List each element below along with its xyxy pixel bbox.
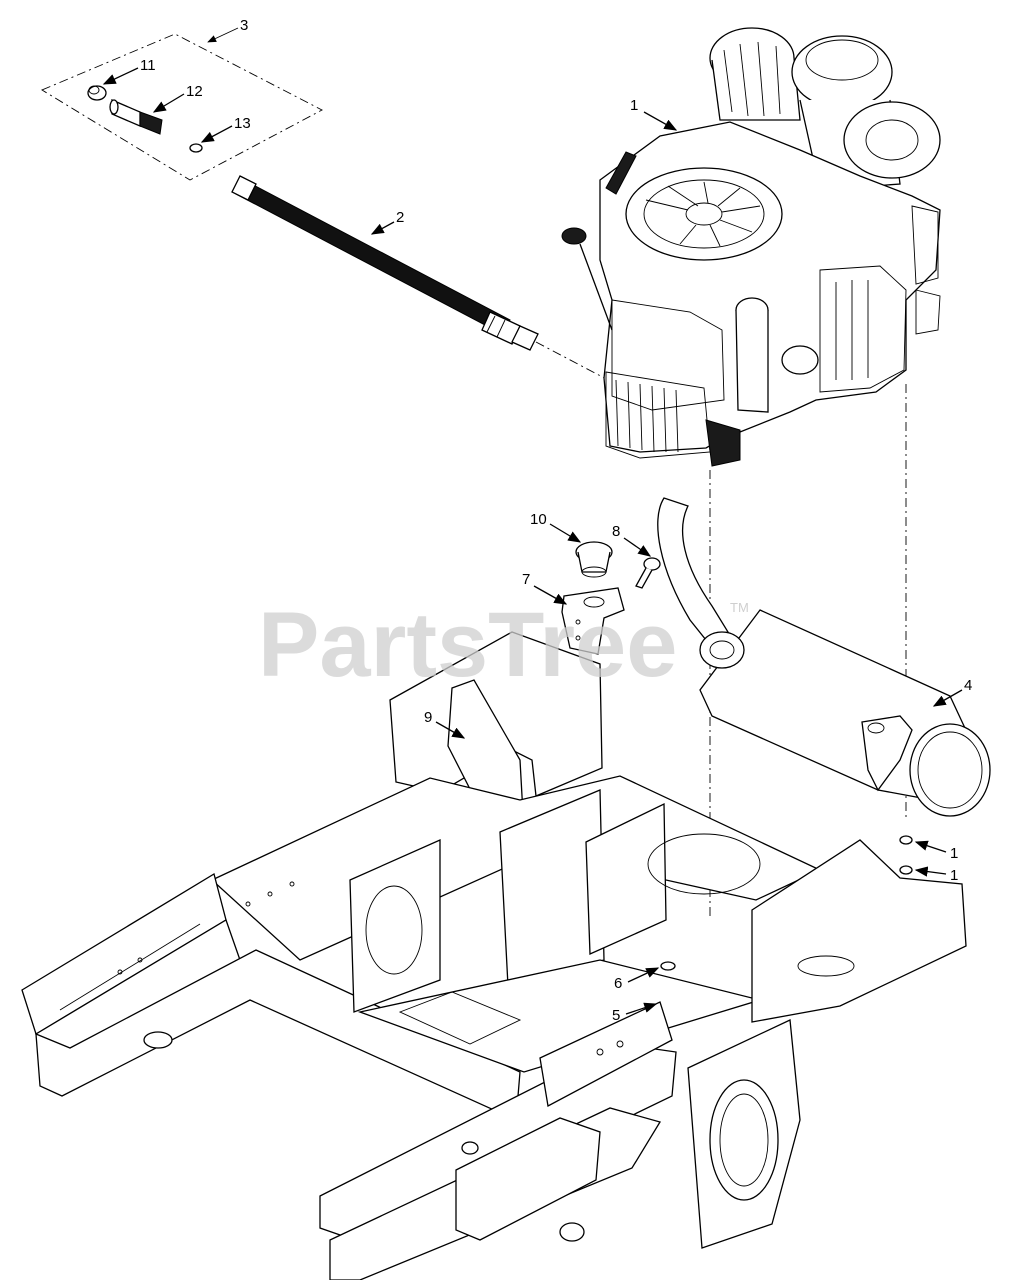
mower-frame — [21, 631, 967, 1280]
watermark-brand: PartsTree — [258, 594, 677, 696]
callout-2: 2 — [370, 209, 404, 235]
bolt-part-8 — [635, 557, 661, 589]
callout-12: 12 — [152, 83, 203, 113]
callout-1-bolt-upper: 1 — [914, 840, 958, 862]
callout-10: 10 — [530, 511, 582, 543]
svg-text:13: 13 — [234, 115, 251, 132]
svg-text:1: 1 — [950, 867, 958, 884]
adapter-fitting-part-12 — [109, 99, 163, 135]
washer-part-6 — [660, 961, 676, 971]
callout-6: 6 — [614, 967, 660, 992]
svg-text:7: 7 — [522, 571, 530, 588]
svg-text:8: 8 — [612, 523, 620, 540]
callout-5: 5 — [612, 1002, 658, 1024]
svg-text:3: 3 — [240, 17, 248, 34]
svg-text:6: 6 — [614, 975, 622, 992]
callout-4: 4 — [932, 677, 972, 707]
svg-text:9: 9 — [424, 709, 432, 726]
grommet-part-10 — [575, 541, 613, 578]
svg-text:12: 12 — [186, 83, 203, 100]
callout-3: 3 — [207, 17, 248, 43]
fitting-kit-box — [41, 33, 323, 181]
callout-8: 8 — [612, 523, 652, 557]
callout-1-bolt-lower: 1 — [914, 866, 958, 884]
svg-text:4: 4 — [964, 677, 972, 694]
callout-1-engine: 1 — [630, 97, 678, 131]
muffler-part-4 — [657, 497, 991, 817]
cap-fitting-part-11 — [87, 85, 107, 101]
callout-9: 9 — [424, 709, 466, 739]
oring-part-13 — [189, 143, 203, 153]
partstree-watermark: PartsTree TM — [258, 594, 749, 696]
svg-text:2: 2 — [396, 209, 404, 226]
svg-text:10: 10 — [530, 511, 547, 528]
svg-text:5: 5 — [612, 1007, 620, 1024]
watermark-trademark: TM — [730, 600, 749, 615]
engine-bolts-part-1 — [899, 835, 913, 875]
oil-drain-hose-part-2 — [231, 175, 613, 383]
callout-7: 7 — [522, 571, 568, 605]
svg-text:1: 1 — [950, 845, 958, 862]
svg-text:1: 1 — [630, 97, 638, 114]
callout-13: 13 — [200, 115, 251, 143]
engine-part-1 — [561, 27, 941, 467]
callout-11: 11 — [102, 57, 156, 85]
mount-bracket-part-7 — [561, 587, 625, 655]
svg-text:11: 11 — [140, 57, 156, 74]
